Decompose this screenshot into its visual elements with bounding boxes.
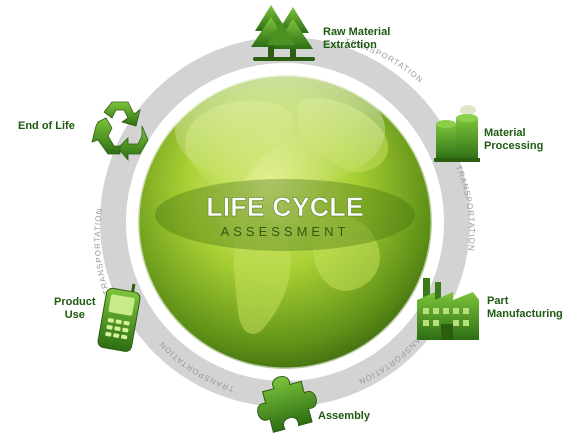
factory-building-icon — [417, 278, 479, 340]
center-subtitle: ASSESSMENT — [221, 224, 350, 239]
pine-trees-icon — [251, 5, 315, 61]
stage-label-line: Material — [484, 127, 526, 139]
stage-label-line: Part — [487, 295, 509, 307]
stage-label-assembly: Assembly — [318, 410, 370, 423]
stage-label-end-of-life: End of Life — [18, 120, 75, 133]
stage-label-line: Raw Material — [323, 26, 391, 38]
stage-label-raw-material-extraction: Raw Material Extraction — [323, 26, 390, 52]
stage-label-line: Extraction — [323, 39, 377, 51]
factory-silo-icon — [434, 105, 480, 162]
stage-label-line: Use — [64, 309, 85, 321]
globe — [136, 72, 434, 371]
puzzle-piece-icon — [257, 376, 317, 433]
mobile-phone-icon — [97, 283, 141, 352]
stage-label-line: Manufacturing — [487, 308, 563, 320]
stage-label-material-processing: Material Processing — [484, 127, 543, 153]
stage-label-line: End of Life — [18, 120, 75, 132]
stage-label-line: Assembly — [318, 410, 370, 422]
stage-label-line: Processing — [484, 140, 544, 152]
stage-label-line: Product — [54, 296, 96, 308]
recycle-icon — [91, 101, 149, 162]
stage-label-part-manufacturing: Part Manufacturing — [487, 295, 563, 321]
center-title: LIFE CYCLE — [206, 192, 364, 222]
stage-label-product-use: Product Use — [54, 296, 96, 322]
